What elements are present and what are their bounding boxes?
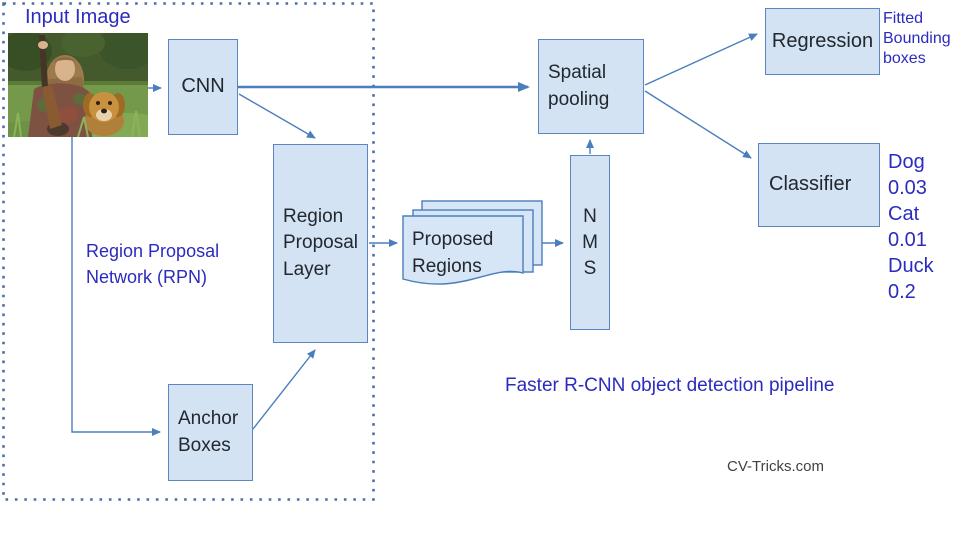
arrow-anchor-boxes-to-rpl [252, 349, 316, 430]
arrow-spatial-to-regression [644, 33, 758, 86]
prediction-scores: Dog 0.03 Cat 0.01 Duck 0.2 [888, 149, 960, 305]
cnn-label: CNN [181, 75, 225, 98]
diagram-title: Faster R-CNN object detection pipeline [505, 375, 835, 396]
classifier-label: Classifier [769, 173, 852, 196]
regression-label: Regression [771, 29, 874, 52]
watermark: CV-Tricks.com [727, 458, 824, 475]
classifier-box: Classifier [758, 143, 880, 227]
prediction-dog: Dog 0.03 [888, 151, 927, 199]
document-shape-front [402, 215, 524, 285]
arrow-spatial-to-classifier [644, 90, 752, 159]
arrow-cnn-to-rpl [238, 93, 316, 139]
nms-label: N M S [582, 205, 598, 279]
anchor-boxes-box: Anchor Boxes [168, 384, 253, 481]
anchor-boxes-label: Anchor Boxes [178, 408, 239, 456]
proposed-regions-stack [402, 200, 543, 285]
region-proposal-layer-label: Region Proposal Layer [283, 206, 358, 280]
cnn-box: CNN [168, 39, 238, 135]
regression-box: Regression [765, 8, 880, 75]
rpn-label: Region Proposal Network (RPN) [86, 241, 220, 288]
arrow-image-to-anchor-boxes [71, 137, 161, 436]
fitted-bounding-boxes-label: Fitted Bounding boxes [883, 10, 951, 67]
region-proposal-layer-box: Region Proposal Layer [273, 144, 368, 343]
spatial-pooling-box: Spatial pooling [538, 39, 644, 134]
proposed-regions-label: Proposed Regions [412, 229, 494, 277]
input-image-label: Input Image [25, 6, 131, 28]
prediction-duck: Duck 0.2 [888, 255, 934, 303]
nms-box: N M S [570, 155, 610, 330]
input-image-photo [0, 25, 168, 145]
spatial-pooling-label: Spatial pooling [548, 62, 610, 110]
prediction-cat: Cat 0.01 [888, 203, 927, 251]
